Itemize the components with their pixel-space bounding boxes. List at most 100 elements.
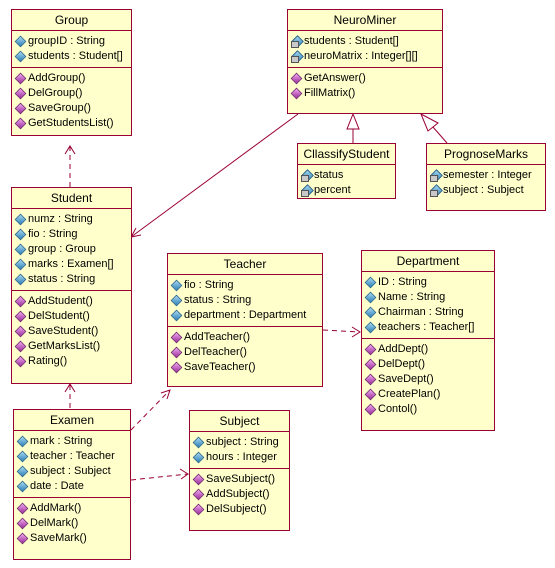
operation-row: DelStudent() [14, 309, 128, 324]
association-neurominer-student [130, 113, 299, 238]
class-classifystudent[interactable]: CllassifyStudent status percent [297, 143, 396, 199]
attribute-icon [364, 291, 377, 304]
attribute-row: numz : String [14, 212, 128, 227]
operation-row: DelDept() [364, 357, 491, 372]
dependency-arrowhead [179, 468, 189, 480]
operations-compartment: SaveSubject() AddSubject() DelSubject() [190, 469, 289, 520]
dependency-teacher-department [322, 329, 361, 333]
dependency-arrowhead [351, 326, 361, 338]
attribute-row: Name : String [364, 290, 491, 305]
operation-icon [14, 102, 27, 115]
attribute-icon [192, 451, 205, 464]
attribute-icon [16, 435, 29, 448]
operations-compartment: AddTeacher() DelTeacher() SaveTeacher() [168, 327, 322, 378]
attribute-row: group : Group [14, 242, 128, 257]
attributes-compartment: status percent [298, 165, 395, 201]
operation-icon [16, 517, 29, 530]
attribute-icon [16, 465, 29, 478]
class-name: NeuroMiner [288, 10, 442, 31]
operation-row: DelSubject() [192, 502, 286, 517]
operations-compartment: AddGroup() DelGroup() SaveGroup() GetStu… [12, 68, 131, 134]
class-name: Subject [190, 411, 289, 432]
operation-icon [14, 310, 27, 323]
protected-attribute-icon [301, 184, 314, 197]
class-examen[interactable]: Examen mark : String teacher : Teacher s… [13, 409, 131, 560]
generalization-triangle [420, 112, 439, 132]
operation-icon [364, 343, 377, 356]
operation-icon [364, 358, 377, 371]
operation-row: SaveTeacher() [170, 360, 319, 375]
operation-icon [364, 373, 377, 386]
operation-icon [170, 361, 183, 374]
operation-icon [170, 331, 183, 344]
attributes-compartment: ID : String Name : String Chairman : Str… [362, 272, 494, 339]
class-name: PrognoseMarks [427, 144, 545, 165]
operation-row: SaveStudent() [14, 324, 128, 339]
attribute-icon [192, 436, 205, 449]
attributes-compartment: students : Student[] neuroMatrix : Integ… [288, 31, 442, 68]
class-subject[interactable]: Subject subject : String hours : Integer… [189, 410, 290, 531]
operation-row: AddGroup() [14, 71, 128, 86]
operation-row: AddStudent() [14, 294, 128, 309]
attribute-row: ID : String [364, 275, 491, 290]
operation-row: DelGroup() [14, 86, 128, 101]
class-name: Student [12, 188, 131, 209]
operation-row: Rating() [14, 354, 128, 369]
class-name: Examen [14, 410, 130, 431]
class-student[interactable]: Student numz : String fio : String group… [11, 187, 132, 384]
class-name: CllassifyStudent [298, 144, 395, 165]
operation-icon [14, 87, 27, 100]
attribute-row: status [301, 168, 392, 183]
operation-icon [364, 388, 377, 401]
attribute-icon [170, 294, 183, 307]
protected-attribute-icon [430, 184, 443, 197]
attribute-row: status : String [170, 293, 319, 308]
class-teacher[interactable]: Teacher fio : String status : String dep… [167, 253, 323, 387]
operation-icon [14, 117, 27, 130]
attribute-row: semester : Integer [430, 168, 542, 183]
protected-attribute-icon [291, 35, 304, 48]
attribute-row: students : Student[] [291, 34, 439, 49]
attribute-row: hours : Integer [192, 450, 286, 465]
attribute-icon [14, 50, 27, 63]
operation-icon [16, 532, 29, 545]
generalization-prognosemarks [432, 126, 448, 144]
attribute-icon [364, 306, 377, 319]
attributes-compartment: mark : String teacher : Teacher subject … [14, 431, 130, 498]
class-prognosemarks[interactable]: PrognoseMarks semester : Integer subject… [426, 143, 546, 211]
attribute-row: subject : Subject [430, 183, 542, 198]
operation-row: SaveMark() [16, 531, 127, 546]
operation-row: GetMarksList() [14, 339, 128, 354]
attribute-icon [364, 276, 377, 289]
attributes-compartment: subject : String hours : Integer [190, 432, 289, 469]
attribute-icon [14, 35, 27, 48]
operation-row: GetAnswer() [290, 71, 439, 86]
attributes-compartment: semester : Integer subject : Subject [427, 165, 545, 201]
operation-icon [192, 488, 205, 501]
attribute-icon [16, 450, 29, 463]
attribute-row: teachers : Teacher[] [364, 320, 491, 335]
operation-row: GetStudentsList() [14, 116, 128, 131]
attribute-icon [14, 273, 27, 286]
attribute-icon [364, 321, 377, 334]
operation-icon [290, 87, 303, 100]
operation-row: SaveSubject() [192, 472, 286, 487]
attribute-row: percent [301, 183, 392, 198]
operation-icon [14, 295, 27, 308]
attribute-row: teacher : Teacher [16, 449, 127, 464]
operation-row: AddSubject() [192, 487, 286, 502]
protected-attribute-icon [291, 50, 304, 63]
class-department[interactable]: Department ID : String Name : String Cha… [361, 250, 495, 431]
operation-row: DelTeacher() [170, 345, 319, 360]
attribute-row: marks : Examen[] [14, 257, 128, 272]
protected-attribute-icon [301, 169, 314, 182]
operation-icon [14, 340, 27, 353]
class-neurominer[interactable]: NeuroMiner students : Student[] neuroMat… [287, 9, 443, 114]
operation-icon [290, 72, 303, 85]
dependency-arrowhead [64, 145, 76, 155]
operation-icon [14, 325, 27, 338]
operation-icon [192, 473, 205, 486]
class-group[interactable]: Group groupID : String students : Studen… [11, 9, 132, 136]
operation-row: AddDept() [364, 342, 491, 357]
